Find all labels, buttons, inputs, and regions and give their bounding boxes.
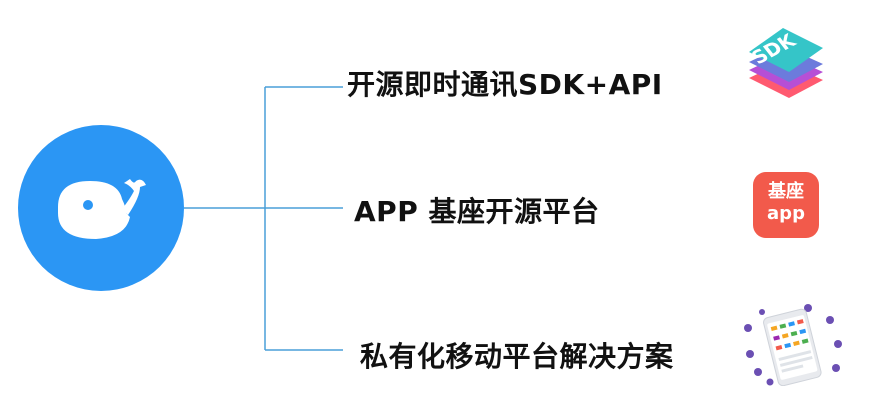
item-label-sdk: 开源即时通讯SDK+API xyxy=(347,68,663,101)
logo-circle xyxy=(18,125,184,291)
item-label-app-base: APP 基座开源平台 xyxy=(354,195,600,228)
base-app-icon: 基座 app xyxy=(753,172,819,238)
phone-network-icon xyxy=(744,304,842,386)
item-label-private-mobile: 私有化移动平台解决方案 xyxy=(360,340,674,373)
base-icon-line1: 基座 xyxy=(768,181,804,202)
sdk-layers-icon: SDK xyxy=(745,22,827,114)
sdk-layers-graphic xyxy=(749,28,823,98)
whale-icon xyxy=(58,179,146,239)
base-icon-line2: app xyxy=(767,203,805,224)
